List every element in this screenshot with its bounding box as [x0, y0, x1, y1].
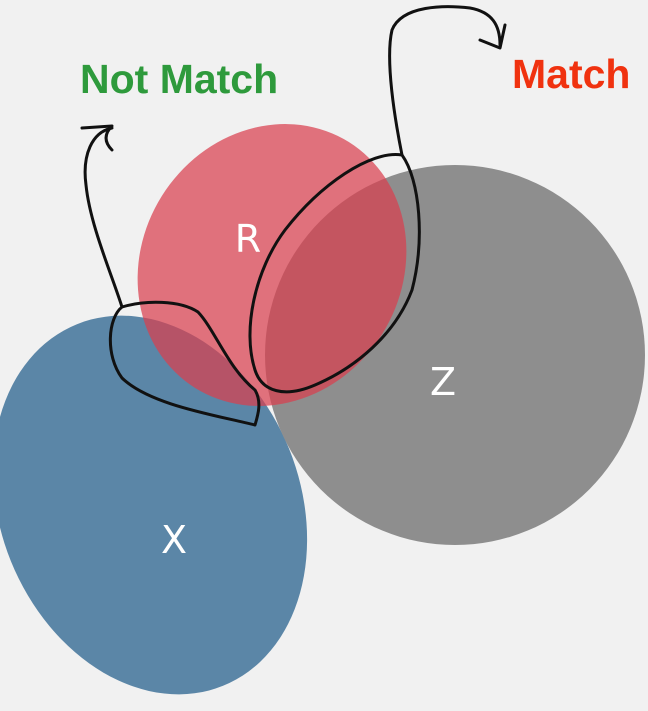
match-arrowhead	[478, 23, 507, 50]
match-loop	[248, 153, 421, 394]
match-arrow-line	[388, 5, 502, 157]
set-label-x: X	[161, 518, 187, 562]
match-label: Match	[512, 51, 630, 97]
set-label-r: R	[235, 217, 261, 261]
not-match-loop	[108, 300, 261, 427]
not-match-arrow-line	[83, 126, 124, 309]
set-r-ellipse	[137, 124, 407, 406]
not-match-arrowhead	[80, 124, 114, 152]
set-label-z: Z	[430, 360, 456, 404]
not-match-label: Not Match	[80, 56, 278, 102]
set-x-ellipse	[0, 315, 308, 695]
